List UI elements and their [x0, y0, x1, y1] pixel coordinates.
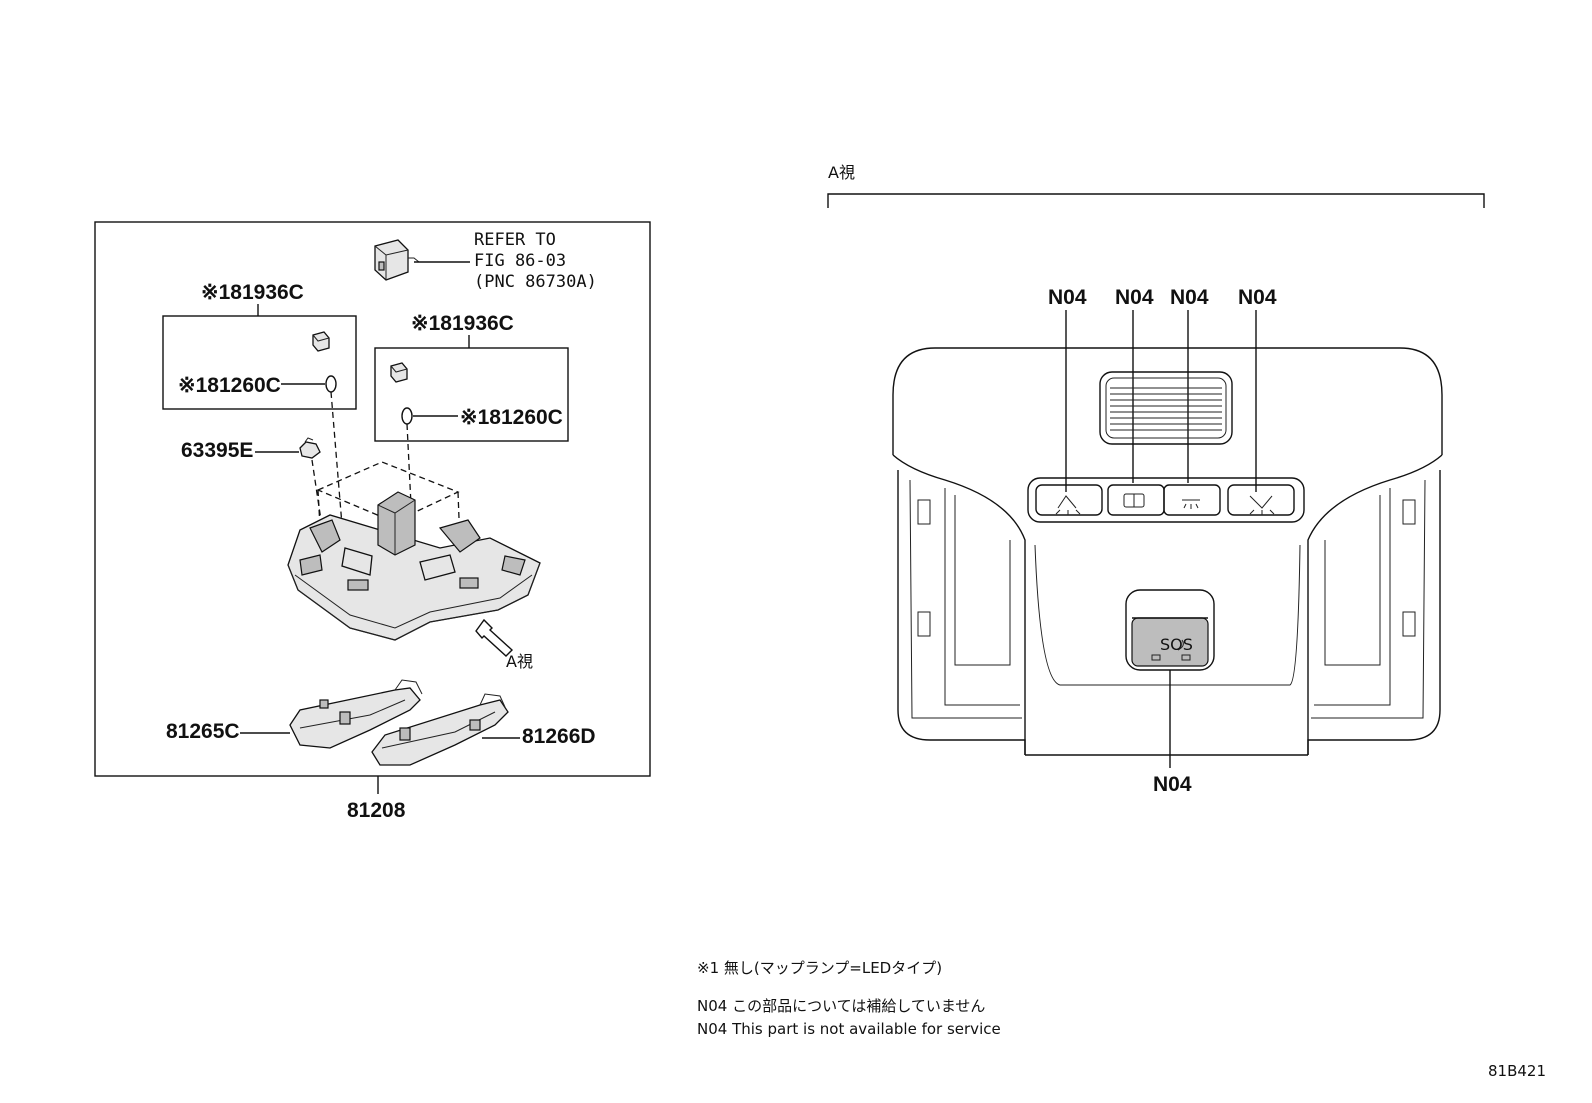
assembly-label: 81208	[347, 799, 406, 822]
callout-3: N04	[1170, 286, 1209, 309]
bulb-1	[325, 375, 337, 393]
overhead-console: SOS	[892, 347, 1443, 756]
room-lamp-switch[interactable]	[1163, 484, 1221, 516]
refer-line-2: FIG 86-03	[474, 251, 566, 271]
box1-title: ※181936C	[201, 281, 304, 304]
box2-title: ※181936C	[411, 312, 514, 335]
view-arrow-label: A視	[506, 652, 533, 671]
lens-81266D	[371, 693, 509, 766]
refer-line-3: (PNC 86730A)	[474, 272, 597, 292]
box1-bulb-label: ※181260C	[178, 374, 281, 397]
view-title: A視	[828, 163, 855, 182]
lens-81265C	[289, 679, 423, 749]
console-housing	[287, 491, 541, 641]
callout-1: N04	[1048, 286, 1087, 309]
clip-63395E	[299, 437, 321, 459]
callout-2: N04	[1115, 286, 1154, 309]
map-lamp-switch-right[interactable]	[1227, 484, 1295, 516]
note-1: ※1 無し(マップランプ=LEDタイプ)	[697, 959, 942, 977]
socket-2	[390, 362, 408, 383]
dome-switch[interactable]	[1107, 484, 1165, 516]
view-bracket	[827, 193, 1485, 208]
diagram-id: 81B421	[1488, 1062, 1546, 1080]
socket-box-1	[162, 315, 357, 410]
map-lamp-switch-left[interactable]	[1035, 484, 1103, 516]
socket-1	[312, 331, 330, 352]
bulb-2	[401, 407, 413, 425]
label-63395E: 63395E	[181, 439, 253, 462]
sos-label: SOS	[1160, 635, 1193, 654]
label-81265C: 81265C	[166, 720, 240, 743]
assembly-frame	[94, 221, 651, 777]
label-81266D: 81266D	[522, 725, 596, 748]
note-2: N04 この部品については補給していません	[697, 997, 985, 1015]
callout-4: N04	[1238, 286, 1277, 309]
view-arrow	[475, 618, 514, 657]
box2-bulb-label: ※181260C	[460, 406, 563, 429]
note-3: N04 This part is not available for servi…	[697, 1020, 1001, 1038]
bottom-callout: N04	[1153, 773, 1192, 796]
socket-box-2	[374, 347, 569, 442]
connector-part	[374, 239, 420, 281]
refer-line-1: REFER TO	[474, 230, 556, 250]
